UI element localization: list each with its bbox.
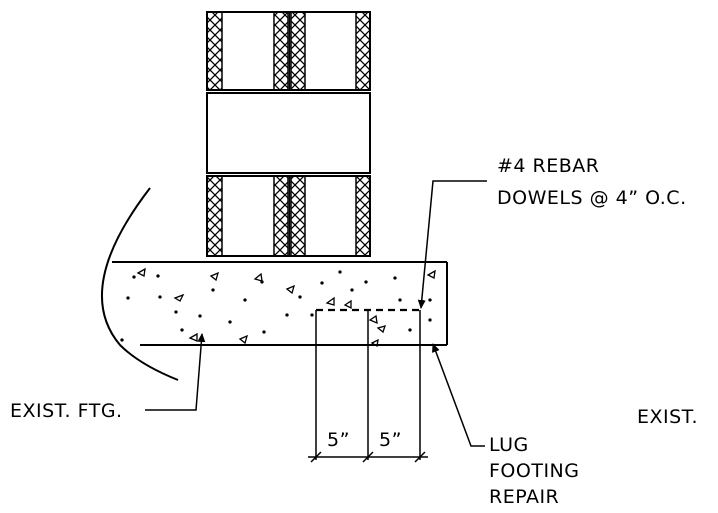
concrete-aggregate [120, 267, 436, 348]
rebar-label-line2: DOWELS @ 4” O.C. [497, 187, 687, 209]
exist-ftg-label: EXIST. FTG. [10, 400, 123, 422]
exist-label: EXIST. [637, 406, 698, 428]
dim-label-right: 5” [379, 429, 402, 451]
lug-label-line3: REPAIR [489, 486, 559, 508]
lower-block-course [206, 175, 371, 257]
upper-block-course [206, 11, 371, 91]
lug-footing-repair [315, 308, 421, 460]
leader-lug-footing [432, 343, 485, 447]
masonry-wall [206, 11, 371, 257]
dim-label-left: 5” [327, 429, 350, 451]
dimension-line [308, 451, 428, 463]
middle-block [206, 92, 371, 174]
leader-rebar [417, 180, 487, 309]
break-line [101, 187, 179, 381]
existing-footing [101, 187, 448, 381]
lug-label-line1: LUG [489, 434, 529, 456]
rebar-label-line1: #4 REBAR [497, 155, 600, 177]
leader-exist-ftg [145, 333, 206, 411]
lug-label-line2: FOOTING [489, 460, 579, 482]
